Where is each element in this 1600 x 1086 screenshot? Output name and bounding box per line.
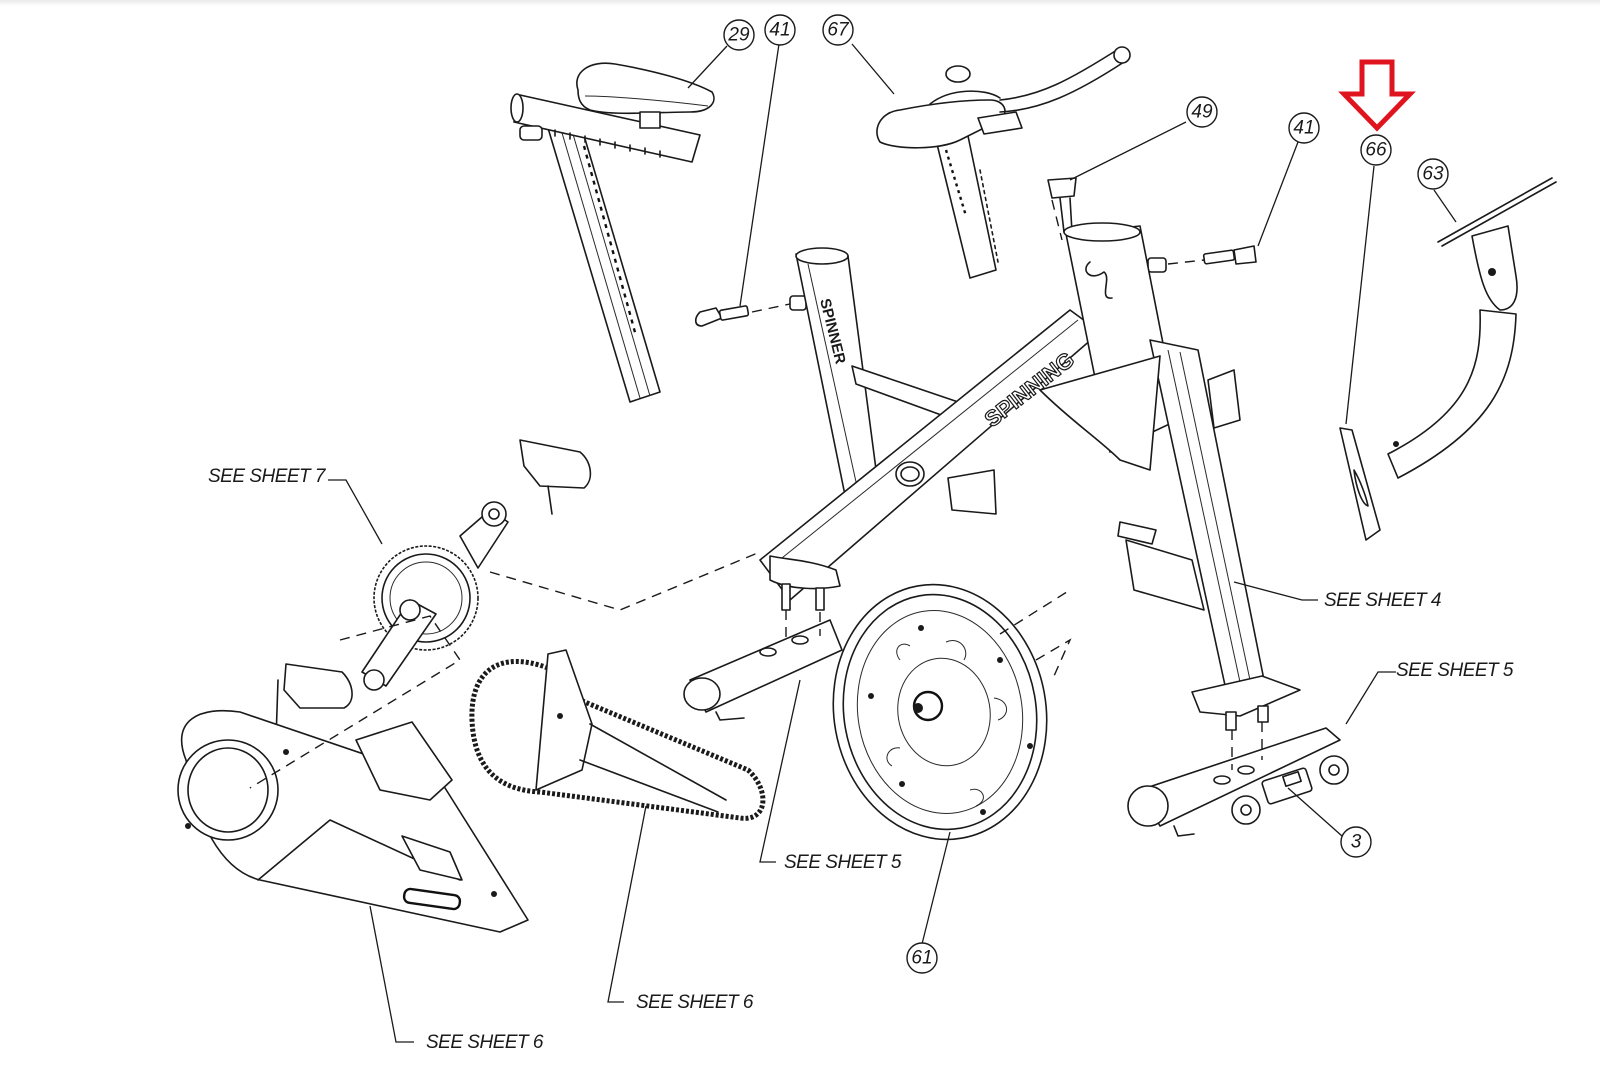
handlebar-pop-pin[interactable] [1147, 245, 1257, 273]
callout-41-seat-pin[interactable]: 41 [764, 14, 796, 46]
svg-text:41: 41 [1293, 118, 1314, 139]
crank-assembly[interactable] [275, 439, 592, 741]
svg-text:29: 29 [727, 25, 750, 46]
leader-lines [328, 43, 1457, 1043]
svg-text:49: 49 [1191, 102, 1213, 123]
callout-49[interactable]: 49 [1186, 96, 1218, 128]
pedal-icon [519, 439, 592, 489]
callout-63[interactable]: 63 [1417, 158, 1449, 190]
svg-text:41: 41 [769, 20, 790, 41]
callout-41-handlebar-pin[interactable]: 41 [1288, 112, 1320, 144]
assembly-lines [249, 199, 1263, 789]
rear-stabilizer[interactable] [683, 619, 843, 721]
svg-text:67: 67 [827, 20, 850, 41]
drive-chain[interactable] [469, 649, 766, 821]
logo-swirl-icon [1085, 261, 1113, 299]
svg-text:66: 66 [1365, 140, 1387, 161]
reference-see-sheet-5-rear[interactable]: SEE SHEET 5 [784, 852, 902, 873]
callout-29[interactable]: 29 [723, 19, 755, 51]
main-frame[interactable]: SPINNER SPINNING [759, 222, 1301, 731]
reference-see-sheet-7[interactable]: SEE SHEET 7 [208, 466, 327, 487]
image-top-edge [0, 0, 1600, 6]
down-arrow-icon [1338, 59, 1416, 132]
reference-see-sheet-6-guard[interactable]: SEE SHEET 6 [426, 1032, 544, 1053]
seat-pop-pin[interactable] [694, 295, 807, 327]
seat-icon [576, 62, 715, 115]
svg-text:3: 3 [1351, 832, 1362, 853]
callout-3[interactable]: 3 [1340, 826, 1372, 858]
svg-text:61: 61 [911, 948, 932, 969]
reference-see-sheet-6-chain[interactable]: SEE SHEET 6 [636, 992, 754, 1013]
callout-67[interactable]: 67 [822, 14, 854, 46]
seat-post-holes [582, 145, 638, 337]
svg-text:63: 63 [1422, 164, 1444, 185]
flywheel[interactable] [813, 568, 1066, 857]
front-stabilizer[interactable] [1127, 727, 1349, 837]
callout-61[interactable]: 61 [906, 942, 938, 974]
reference-see-sheet-4[interactable]: SEE SHEET 4 [1324, 590, 1442, 611]
resistance-knob[interactable] [1047, 177, 1077, 233]
chain-guard[interactable] [177, 709, 529, 933]
reference-see-sheet-5-front[interactable]: SEE SHEET 5 [1396, 660, 1514, 681]
callout-66[interactable]: 66 [1360, 134, 1392, 166]
seat-post-assembly[interactable] [510, 62, 715, 403]
front-cover[interactable] [1339, 427, 1381, 541]
console-mount[interactable] [1387, 177, 1557, 479]
handlebar-assembly[interactable] [876, 46, 1131, 279]
